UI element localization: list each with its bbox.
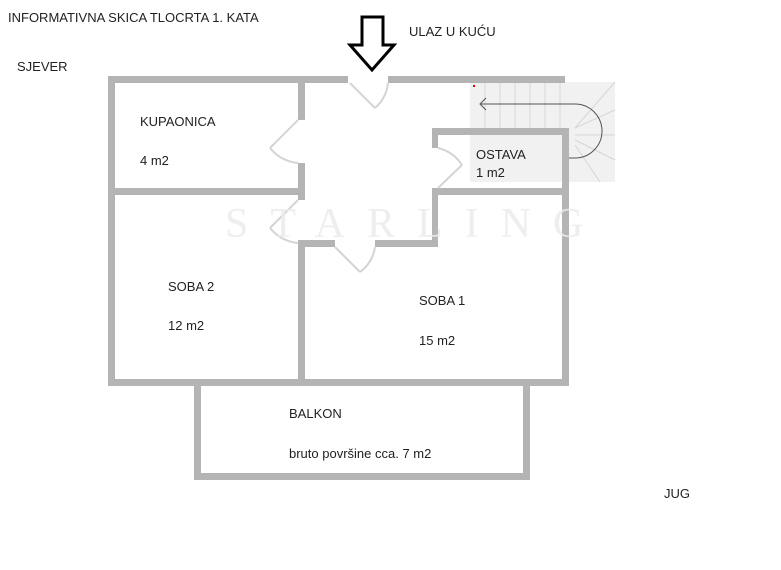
- room-area-balkon: bruto površine cca. 7 m2: [289, 446, 432, 461]
- room-area-soba2: 12 m2: [168, 318, 205, 333]
- room-name-balkon: BALKON: [289, 406, 342, 421]
- south-label: JUG: [664, 486, 690, 501]
- watermark: STARLING: [225, 201, 606, 247]
- room-name-kupaonica: KUPAONICA: [140, 114, 216, 129]
- room-area-kupaonica: 4 m2: [140, 153, 169, 168]
- entrance-label: ULAZ U KUĆU: [409, 24, 496, 39]
- entrance-arrow-icon: [346, 15, 398, 73]
- room-name-ostava: OSTAVA: [476, 147, 526, 162]
- room-name-soba2: SOBA 2: [168, 279, 215, 294]
- walls: [108, 76, 569, 480]
- room-area-ostava: 1 m2: [476, 165, 505, 180]
- page-title: INFORMATIVNA SKICA TLOCRTA 1. KATA: [8, 10, 259, 25]
- room-name-soba1: SOBA 1: [419, 293, 466, 308]
- room-area-soba1: 15 m2: [419, 333, 456, 348]
- doors: [269, 82, 463, 273]
- north-label: SJEVER: [17, 59, 68, 74]
